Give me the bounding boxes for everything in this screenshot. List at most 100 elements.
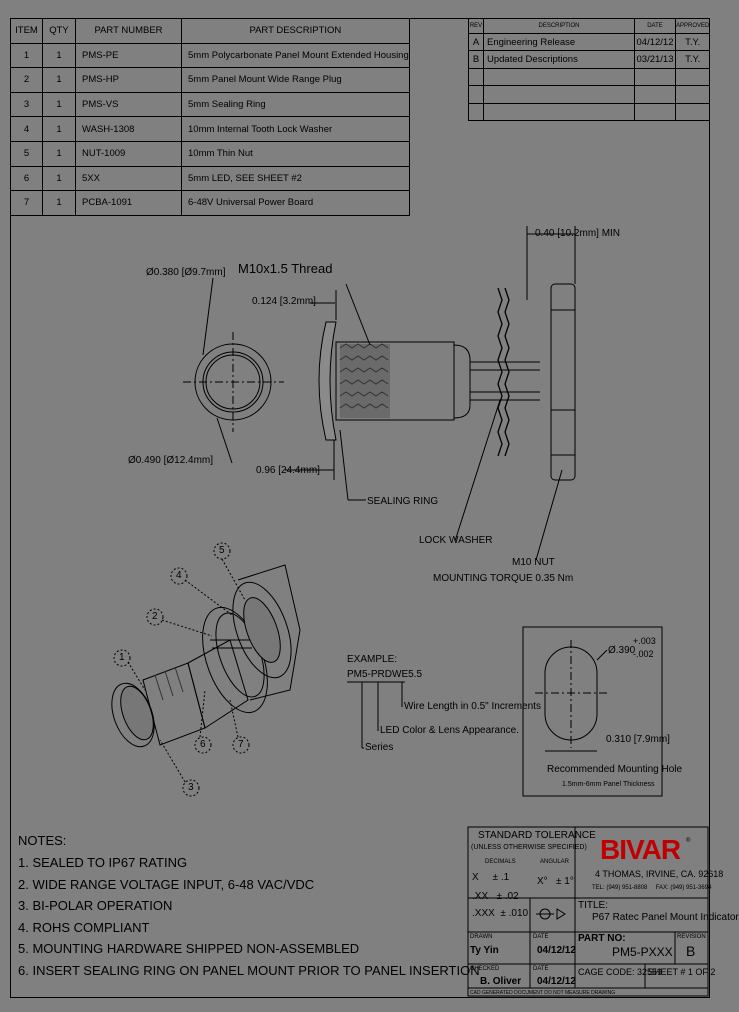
title-label: TITLE: bbox=[578, 900, 609, 911]
drawn-date-label: DATE bbox=[533, 934, 549, 940]
hole-caption: Recommended Mounting Hole bbox=[547, 764, 683, 775]
hole-subcaption: 1.5mm-6mm Panel Thickness bbox=[562, 781, 655, 788]
revision-row: B Updated Descriptions 03/21/13 T.Y. bbox=[468, 50, 711, 69]
revision-row bbox=[468, 102, 711, 121]
m10-nut-label: M10 NUT bbox=[512, 557, 555, 568]
tol-xxx: .XXX ± .010 bbox=[472, 908, 529, 919]
thread-label: M10x1.5 Thread bbox=[238, 261, 333, 276]
tol-x: X ± .1 bbox=[472, 872, 510, 883]
side-view-assembly bbox=[285, 226, 576, 561]
balloon-3: 3 bbox=[188, 782, 194, 793]
bom-row: 7 1 PCBA-1091 6-48V Universal Power Boar… bbox=[10, 190, 410, 216]
example-series: Series bbox=[365, 742, 394, 753]
cage-code: CAGE CODE: 32559 bbox=[578, 967, 663, 977]
checked-date-label: DATE bbox=[533, 966, 549, 972]
note-item: 2. WIDE RANGE VOLTAGE INPUT, 6-48 VAC/VD… bbox=[18, 877, 315, 892]
hole-dim-top: Ø.390 bbox=[608, 645, 636, 656]
tol-angular: ANGULAR bbox=[540, 859, 570, 865]
rev-cell: T.Y. bbox=[674, 32, 711, 52]
titleblock-lines bbox=[467, 826, 709, 997]
lock-washer-label: LOCK WASHER bbox=[419, 535, 493, 546]
balloon-1: 1 bbox=[119, 652, 125, 663]
bom-cell: 1 bbox=[42, 42, 76, 69]
sheet-number: SHEET # 1 OF 2 bbox=[648, 967, 716, 977]
tol-decimals: DECIMALS bbox=[485, 859, 516, 865]
checked-by: B. Oliver bbox=[480, 976, 522, 987]
note-item: 6. INSERT SEALING RING ON PANEL MOUNT PR… bbox=[18, 963, 480, 978]
bom-row: 4 1 WASH-1308 10mm Internal Tooth Lock W… bbox=[10, 116, 410, 142]
isometric-view bbox=[111, 564, 301, 748]
part-no: PM5-PXXX bbox=[612, 945, 673, 959]
dim-0-96: 0.96 [24.4mm] bbox=[256, 465, 320, 476]
bom-row: 2 1 PMS-HP 5mm Panel Mount Wide Range Pl… bbox=[10, 67, 410, 93]
bom-cell: 1 bbox=[42, 91, 76, 118]
drawn-date: 04/12/12 bbox=[537, 945, 576, 956]
tol-title: STANDARD TOLERANCE bbox=[478, 830, 596, 841]
bom-cell: 1 bbox=[42, 190, 76, 216]
drawn-label: DRAWN bbox=[470, 934, 493, 940]
balloon-5: 5 bbox=[219, 545, 225, 556]
revision-label: REVISION bbox=[677, 934, 706, 940]
bom-table: ITEM QTY PART NUMBER PART DESCRIPTION 1 … bbox=[10, 18, 410, 216]
balloon-2: 2 bbox=[152, 611, 158, 622]
footer-note: CAD GENERATED DOCUMENT DO NOT MEASURE DR… bbox=[470, 990, 616, 996]
hole-tol-plus: +.003 bbox=[633, 636, 656, 646]
bom-cell: WASH-1308 bbox=[75, 116, 182, 142]
example-title: EXAMPLE: bbox=[347, 654, 398, 665]
bivar-logo: BIVAR bbox=[600, 834, 681, 865]
example-led: LED Color & Lens Appearance. bbox=[380, 725, 519, 736]
example-wire: Wire Length in 0.5" Increments bbox=[404, 701, 541, 712]
bom-row: 1 1 PMS-PE 5mm Polycarbonate Panel Mount… bbox=[10, 42, 410, 69]
sealing-ring-label: SEALING RING bbox=[367, 496, 439, 507]
balloon-7: 7 bbox=[238, 739, 244, 750]
note-item: 5. MOUNTING HARDWARE SHIPPED NON-ASSEMBL… bbox=[18, 941, 360, 956]
tol-xx: .XX ± .02 bbox=[472, 891, 519, 902]
revision-value: B bbox=[686, 943, 696, 959]
tol-angular-value: X° ± 1° bbox=[537, 876, 574, 887]
dim-0-490: Ø0.490 [Ø12.4mm] bbox=[128, 455, 214, 466]
drawing-graphics bbox=[111, 226, 709, 997]
example-code: PM5-PRDWE5.5 bbox=[347, 669, 423, 680]
checked-label: CHECKED bbox=[470, 966, 500, 972]
part-no-label: PART NO: bbox=[578, 933, 626, 944]
bom-cell: NUT-1009 bbox=[75, 140, 182, 167]
bom-cell: 6 bbox=[10, 165, 43, 192]
bom-cell: PMS-HP bbox=[75, 67, 182, 93]
bom-cell: 5mm LED, SEE SHEET #2 bbox=[181, 165, 410, 192]
bom-header-row: ITEM QTY PART NUMBER PART DESCRIPTION bbox=[10, 18, 410, 44]
dim-0-380: Ø0.380 [Ø9.7mm] bbox=[146, 267, 226, 278]
mounting-hole-drawing bbox=[535, 640, 608, 752]
note-item: 4. ROHS COMPLIANT bbox=[18, 920, 150, 935]
title-value: P67 Ratec Panel Mount Indicator bbox=[592, 912, 739, 923]
balloons bbox=[113, 542, 250, 797]
company-phone: TEL: (949) 951-8808 FAX: (949) 951-3694 bbox=[592, 885, 712, 891]
bom-cell: 1 bbox=[42, 116, 76, 142]
hole-tol-minus: -.002 bbox=[633, 649, 654, 659]
drawn-by: Ty Yin bbox=[470, 945, 499, 956]
balloon-6: 6 bbox=[200, 739, 206, 750]
company-address: 4 THOMAS, IRVINE, CA. 92618 bbox=[595, 869, 724, 879]
bom-cell: PMS-VS bbox=[75, 91, 182, 118]
note-item: 1. SEALED TO IP67 RATING bbox=[18, 855, 188, 870]
bom-cell: 1 bbox=[10, 42, 43, 69]
balloon-4: 4 bbox=[176, 570, 182, 581]
hole-dim-bottom: 0.310 [7.9mm] bbox=[606, 734, 670, 745]
note-item: 3. BI-POLAR OPERATION bbox=[18, 898, 173, 913]
revision-table: REV DESCRIPTION DATE APPROVED A Engineer… bbox=[468, 18, 711, 121]
bom-cell: 6-48V Universal Power Board bbox=[181, 190, 410, 216]
bom-header-part-number: PART NUMBER bbox=[75, 18, 182, 44]
bom-cell: 1 bbox=[42, 67, 76, 93]
bom-cell: PCBA-1091 bbox=[75, 190, 182, 216]
checked-date: 04/12/12 bbox=[537, 976, 576, 987]
torque-label: MOUNTING TORQUE 0.35 Nm bbox=[433, 573, 574, 584]
dim-0-124: 0.124 [3.2mm] bbox=[252, 296, 316, 307]
front-view-housing bbox=[183, 277, 284, 464]
bom-header-qty: QTY bbox=[42, 18, 76, 44]
dim-0-40: 0.40 [10.2mm] MIN bbox=[535, 228, 621, 239]
revision-row bbox=[468, 85, 711, 104]
tol-sub: (UNLESS OTHERWISE SPECIFIED) bbox=[471, 844, 587, 851]
notes-title: NOTES: bbox=[18, 833, 67, 848]
mounting-hole-box bbox=[522, 626, 663, 797]
bom-cell: 3 bbox=[10, 91, 43, 118]
example-leaders bbox=[347, 681, 405, 749]
